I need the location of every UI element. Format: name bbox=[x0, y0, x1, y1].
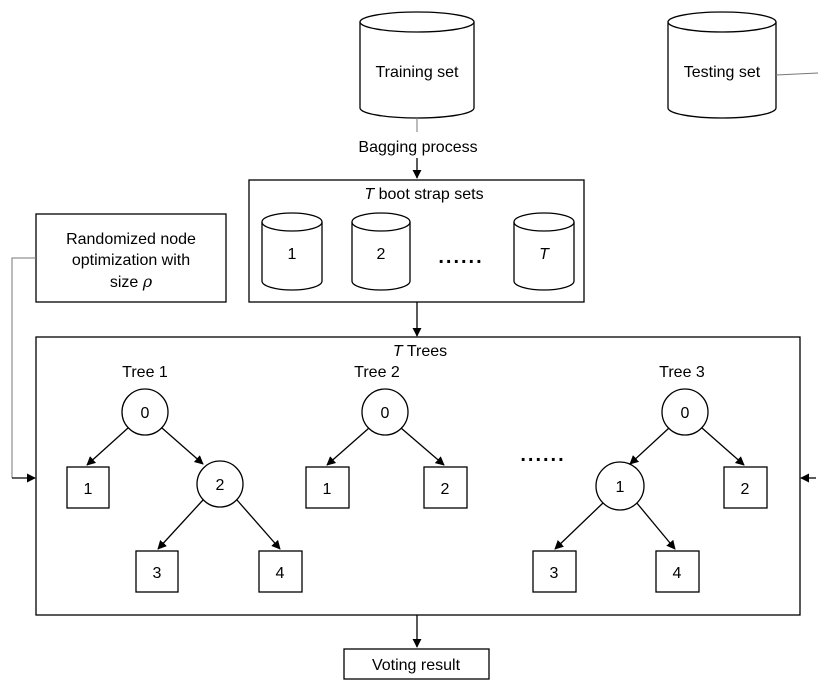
tree-edge bbox=[701, 427, 745, 466]
voting-result-box: Voting result bbox=[343, 648, 490, 680]
voting-result-label: Voting result bbox=[372, 657, 461, 674]
randomized-line-1: Randomized node bbox=[66, 231, 196, 248]
tree-node bbox=[661, 388, 709, 436]
bootstrap-set-1: 1 bbox=[261, 212, 323, 291]
bootstrap-sets-box: T boot strap sets 1 2 ...... T bbox=[248, 179, 585, 303]
tree-leaf-label: 3 bbox=[153, 565, 162, 582]
tree-node-label: 2 bbox=[216, 477, 225, 494]
trees-box-title: T Trees bbox=[393, 343, 447, 360]
tree-leaf bbox=[655, 550, 700, 593]
bootstrap-set-label: T bbox=[539, 246, 550, 263]
tree-3: Tree 3 0 1 2 3 4 bbox=[532, 364, 768, 593]
randomized-connector bbox=[11, 257, 36, 478]
tree-leaf bbox=[305, 466, 350, 509]
tree-edge bbox=[400, 427, 445, 466]
tree-node bbox=[361, 388, 409, 436]
tree-node-label: 0 bbox=[381, 405, 390, 422]
tree-edge bbox=[326, 427, 370, 466]
tree-leaf-label: 4 bbox=[673, 565, 682, 582]
bagging-process-label: Bagging process bbox=[358, 139, 477, 156]
randomized-node-box: Randomized node optimization with size ρ bbox=[35, 213, 227, 303]
tree-edge bbox=[161, 427, 204, 465]
tree-leaf bbox=[723, 466, 768, 509]
testing-set-connector bbox=[775, 72, 818, 76]
tree-title: Tree 2 bbox=[354, 364, 400, 381]
tree-leaf-label: 1 bbox=[84, 481, 93, 498]
tree-edge bbox=[86, 427, 129, 466]
tree-leaf bbox=[258, 550, 303, 593]
tree-leaf bbox=[532, 550, 577, 593]
tree-leaf-label: 1 bbox=[323, 481, 332, 498]
tree-node-label: 1 bbox=[616, 479, 625, 496]
tree-node bbox=[196, 460, 244, 508]
tree-edge bbox=[236, 499, 281, 550]
tree-title: Tree 3 bbox=[659, 364, 705, 381]
tree-node bbox=[595, 461, 645, 511]
training-set-label: Training set bbox=[376, 64, 460, 81]
tree-edge bbox=[635, 501, 676, 550]
bootstrap-set-label: 1 bbox=[288, 246, 297, 263]
tree-leaf bbox=[423, 466, 468, 509]
trees-box: T Trees Tree 1 0 1 2 3 4 Tree 2 0 bbox=[35, 336, 801, 616]
testing-set-cylinder: Testing set bbox=[667, 11, 818, 119]
bootstrap-set-label: 2 bbox=[377, 246, 386, 263]
bootstrap-ellipsis: ...... bbox=[438, 246, 483, 268]
bootstrap-set-T: T bbox=[513, 212, 575, 291]
tree-leaf-label: 4 bbox=[276, 565, 285, 582]
tree-leaf-label: 2 bbox=[441, 481, 450, 498]
tree-leaf-label: 3 bbox=[550, 565, 559, 582]
tree-edge bbox=[554, 501, 605, 550]
tree-title: Tree 1 bbox=[122, 364, 168, 381]
randomized-line-2: optimization with bbox=[72, 252, 190, 269]
trees-ellipsis: ...... bbox=[520, 444, 565, 466]
tree-leaf bbox=[66, 466, 110, 509]
tree-leaf-label: 2 bbox=[741, 481, 750, 498]
tree-node-label: 0 bbox=[141, 405, 150, 422]
bootstrap-sets-title: T boot strap sets bbox=[364, 186, 483, 203]
tree-node-label: 0 bbox=[681, 405, 690, 422]
tree-node bbox=[121, 388, 169, 436]
randomized-line-3: size ρ bbox=[110, 272, 153, 291]
testing-set-label: Testing set bbox=[684, 64, 761, 81]
training-set-cylinder: Training set bbox=[359, 11, 475, 119]
tree-1: Tree 1 0 1 2 3 4 bbox=[66, 364, 303, 593]
tree-leaf bbox=[135, 550, 179, 593]
tree-edge bbox=[629, 427, 670, 465]
tree-2: Tree 2 0 1 2 bbox=[305, 364, 468, 509]
bootstrap-set-2: 2 bbox=[351, 212, 411, 291]
tree-edge bbox=[157, 499, 204, 550]
